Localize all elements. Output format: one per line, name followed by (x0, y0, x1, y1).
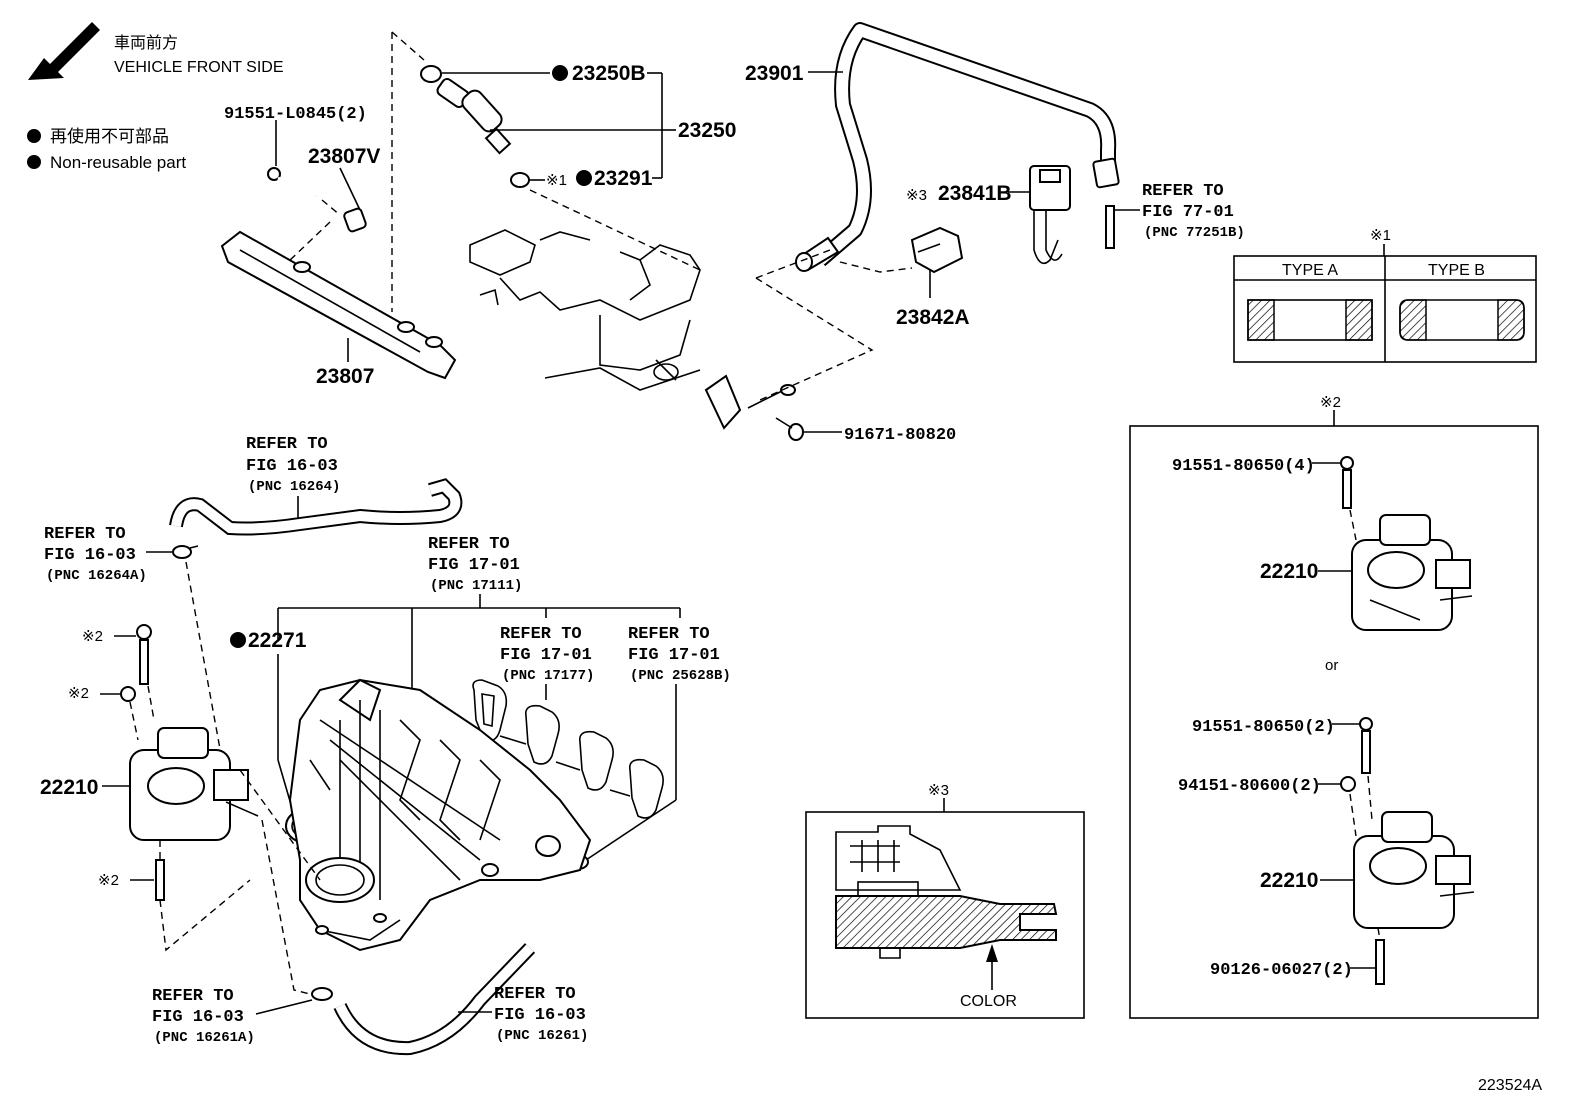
hose-clamp-part (311, 987, 333, 1001)
nonreusable-jp: 再使用不可部品 (50, 126, 169, 146)
throttle-body-part (1351, 514, 1473, 631)
refer-16264-line2: FIG 16-03 (246, 457, 338, 476)
bolt-part (1340, 456, 1354, 509)
part-number-22210-main: 22210 (40, 776, 98, 799)
type-table: TYPE A TYPE B (1233, 255, 1537, 363)
part-number-94151-80600-2: 94151-80600(2) (1178, 777, 1321, 796)
nonreusable-bullet-icon (27, 129, 41, 143)
mark-2-bolt: ※2 (82, 628, 103, 645)
insulator-type-b-icon (1399, 299, 1525, 341)
part-number-23807: 23807 (316, 365, 374, 388)
bolt-part (136, 624, 152, 685)
bolt-part (1359, 717, 1373, 774)
refer-16264-line3: (PNC 16264) (248, 479, 340, 495)
refer-16261A-line3: (PNC 16261A) (154, 1030, 255, 1046)
color-pointer-arrow-icon (986, 944, 998, 990)
fuel-pipe-stub-part (1105, 205, 1115, 249)
refer-17177-line1: REFER TO (500, 625, 582, 644)
nut-part (1340, 776, 1356, 792)
refer-17111-line2: FIG 17-01 (428, 556, 520, 575)
throttle-box-mark: ※2 (1320, 394, 1341, 411)
refer-16264A-line3: (PNC 16264A) (46, 568, 147, 584)
part-number-91551-80650-4: 91551-80650(4) (1172, 457, 1315, 476)
refer-17111-line3: (PNC 17111) (430, 578, 522, 594)
nonreusable-en: Non-reusable part (50, 153, 186, 172)
hose-clamp-part (172, 545, 199, 559)
type-a-label: TYPE A (1282, 262, 1338, 279)
front-direction-arrow-icon (28, 22, 100, 80)
refer-16261A-line2: FIG 16-03 (152, 1008, 244, 1027)
refer-17111-line1: REFER TO (428, 535, 510, 554)
refer-77-line1: REFER TO (1142, 182, 1224, 201)
injector-part (436, 77, 512, 155)
clip-detail-icon (835, 825, 1058, 959)
throttle-body-part (129, 727, 321, 881)
refer-16264-line1: REFER TO (246, 435, 328, 454)
refer-16264A-line1: REFER TO (44, 525, 126, 544)
engine-head-sketch (469, 229, 701, 391)
nonreusable-bullet-icon (27, 155, 41, 169)
part-number-23901: 23901 (745, 62, 804, 85)
alternative-or: or (1325, 657, 1338, 674)
clip-part (1029, 165, 1071, 265)
vehicle-front-jp: 車両前方 (114, 34, 178, 52)
o-ring-part (420, 65, 442, 83)
refer-25628B-line3: (PNC 25628B) (630, 668, 731, 684)
intake-manifold-part (288, 678, 592, 952)
vehicle-front-en: VEHICLE FRONT SIDE (114, 59, 284, 76)
fuel-delivery-pipe-part (220, 230, 796, 437)
collar-part (343, 207, 367, 233)
throttle-body-part (1353, 811, 1475, 929)
refer-16261-line2: FIG 16-03 (494, 1006, 586, 1025)
nut-part (120, 686, 136, 702)
part-number-91551-L0845: 91551-L0845(2) (224, 105, 367, 124)
part-number-23250: 23250 (678, 119, 736, 142)
refer-16261-line3: (PNC 16261) (496, 1028, 588, 1044)
color-label: COLOR (960, 993, 1017, 1010)
part-number-23250B: 23250B (572, 62, 646, 85)
refer-16261A-line1: REFER TO (152, 987, 234, 1006)
mark-2-nut: ※2 (68, 685, 89, 702)
mark-2-stud: ※2 (98, 872, 119, 889)
mark-1: ※1 (546, 172, 567, 189)
refer-17177-line2: FIG 17-01 (500, 646, 592, 665)
part-number-22210-variant-a: 22210 (1260, 560, 1318, 583)
stud-bolt-part (155, 859, 165, 901)
part-number-23807V: 23807V (308, 145, 380, 168)
part-number-22210-variant-b: 22210 (1260, 869, 1318, 892)
refer-77-line2: FIG 77-01 (1142, 203, 1234, 222)
retainer-part (910, 226, 964, 274)
part-number-90126-06027-2: 90126-06027(2) (1210, 961, 1353, 980)
intake-manifold-gasket-part (472, 679, 664, 819)
type-b-label: TYPE B (1428, 262, 1485, 279)
figure-id: 223524A (1478, 1077, 1542, 1094)
refer-25628B-line2: FIG 17-01 (628, 646, 720, 665)
part-number-91551-80650-2: 91551-80650(2) (1192, 718, 1335, 737)
part-number-91671-80820: 91671-80820 (844, 426, 956, 445)
refer-77-line3: (PNC 77251B) (1144, 225, 1245, 241)
refer-16261-line1: REFER TO (494, 985, 576, 1004)
part-number-23841B: 23841B (938, 182, 1012, 205)
part-number-22271: 22271 (248, 629, 307, 652)
stud-bolt-part (1375, 939, 1385, 985)
bolt-part (775, 417, 804, 441)
insulator-part (510, 172, 530, 188)
refer-17177-line3: (PNC 17177) (502, 668, 594, 684)
mark-3: ※3 (906, 187, 927, 204)
water-hose-part (169, 478, 463, 536)
part-number-23842A: 23842A (896, 306, 970, 329)
refer-16264A-line2: FIG 16-03 (44, 546, 136, 565)
water-hose-part (333, 943, 536, 1056)
throttle-variant-box (1129, 425, 1539, 1019)
clip-detail-mark: ※3 (928, 782, 949, 799)
type-table-mark: ※1 (1370, 227, 1391, 244)
insulator-type-a-icon (1247, 299, 1373, 341)
clip-detail-box (805, 811, 1085, 1019)
refer-25628B-line1: REFER TO (628, 625, 710, 644)
part-number-23291: 23291 (594, 167, 653, 190)
bolt-part (267, 167, 317, 198)
